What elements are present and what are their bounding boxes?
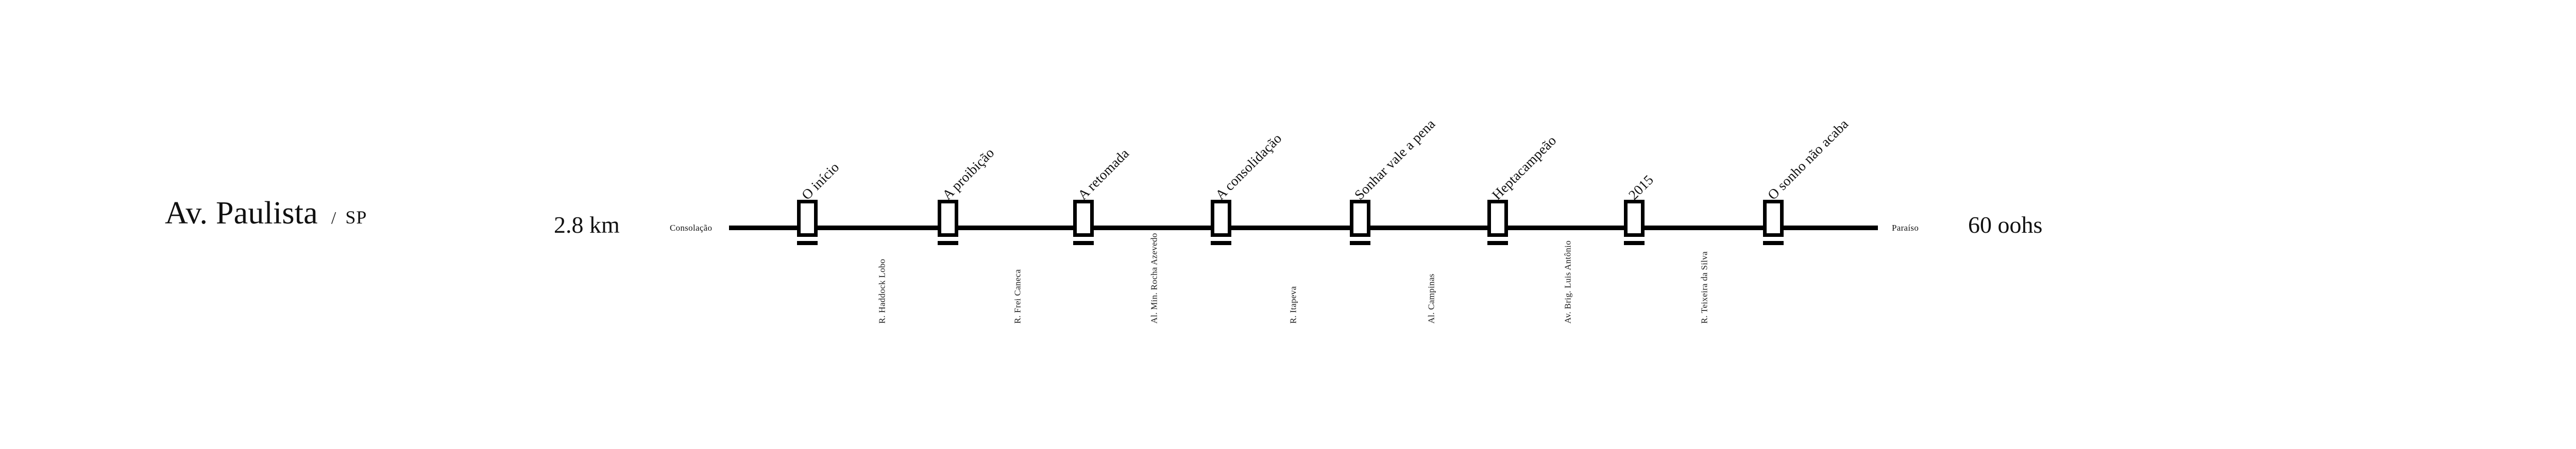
street-label: R. Teixeira da Silva [1699, 251, 1709, 324]
station-box-icon [1073, 200, 1094, 237]
distance-stat: 2.8 km [554, 212, 620, 238]
page-title: Av. Paulista / SP [165, 197, 367, 229]
street-label: R. Frei Caneca [1012, 269, 1023, 324]
era-label: A consolidação [1212, 130, 1285, 203]
terminus-end-label: Paraíso [1892, 223, 1919, 233]
route-line [729, 226, 1878, 230]
station-base-bar-icon [938, 241, 958, 245]
station-base-bar-icon [1763, 241, 1784, 245]
era-label: O sonho não acaba [1765, 116, 1852, 203]
era-label: O início [799, 159, 842, 203]
station-base-bar-icon [1350, 241, 1370, 245]
station-box-icon [1211, 200, 1231, 237]
era-label: A retomada [1075, 145, 1132, 203]
era-label: Sonhar vale a pena [1351, 116, 1438, 203]
station-base-bar-icon [1487, 241, 1508, 245]
station-base-bar-icon [1073, 241, 1094, 245]
avenue-name: Av. Paulista [165, 196, 318, 231]
street-label: Av. Brig. Luis Antônio [1563, 240, 1573, 324]
title-separator: / [331, 209, 336, 228]
station-base-bar-icon [797, 241, 818, 245]
state-abbreviation: SP [345, 207, 367, 228]
station-base-bar-icon [1211, 241, 1231, 245]
duration-stat: 60 oohs [1968, 212, 2043, 238]
station-box-icon [938, 200, 958, 237]
station-box-icon [1350, 200, 1370, 237]
era-label: Heptacampeão [1489, 132, 1560, 203]
station-box-icon [797, 200, 818, 237]
era-label: 2015 [1625, 171, 1657, 203]
street-label: Al. Campinas [1426, 273, 1436, 324]
station-box-icon [1487, 200, 1508, 237]
era-label: A proibição [939, 145, 997, 203]
station-box-icon [1624, 200, 1645, 237]
street-label: R. Haddock Lobo [877, 258, 887, 324]
street-label: R. Itapeva [1288, 286, 1298, 324]
street-label: Al. Min. Rocha Azevedo [1149, 233, 1159, 324]
station-box-icon [1763, 200, 1784, 237]
station-base-bar-icon [1624, 241, 1645, 245]
terminus-start-label: Consolação [670, 223, 713, 233]
